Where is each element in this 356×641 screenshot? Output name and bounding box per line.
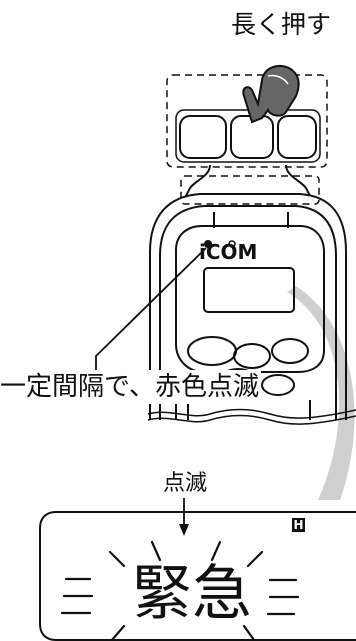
emergency-text: 緊急	[132, 559, 252, 629]
indicator-leader-line	[95, 247, 207, 374]
pointing-hand-icon	[242, 64, 300, 124]
button-left	[179, 115, 227, 159]
long-press-label: 長く押す	[231, 10, 332, 39]
indicator-label: 一定間隔で、赤色点滅	[0, 370, 261, 404]
callout-band	[287, 286, 355, 500]
status-led	[204, 240, 212, 248]
button-row	[179, 115, 317, 159]
display-panel	[39, 511, 356, 641]
radio-top-zoom-box	[180, 175, 320, 205]
blink-label: 点滅	[163, 471, 208, 496]
h-badge: H	[292, 518, 305, 532]
radio-body	[149, 164, 347, 420]
button-right	[277, 115, 317, 159]
blink-rays	[60, 540, 300, 641]
cut-line	[147, 408, 356, 425]
brand-logo-text: iCOM	[199, 240, 258, 264]
button-zoom-box	[166, 74, 328, 168]
down-arrow-icon	[179, 498, 189, 536]
